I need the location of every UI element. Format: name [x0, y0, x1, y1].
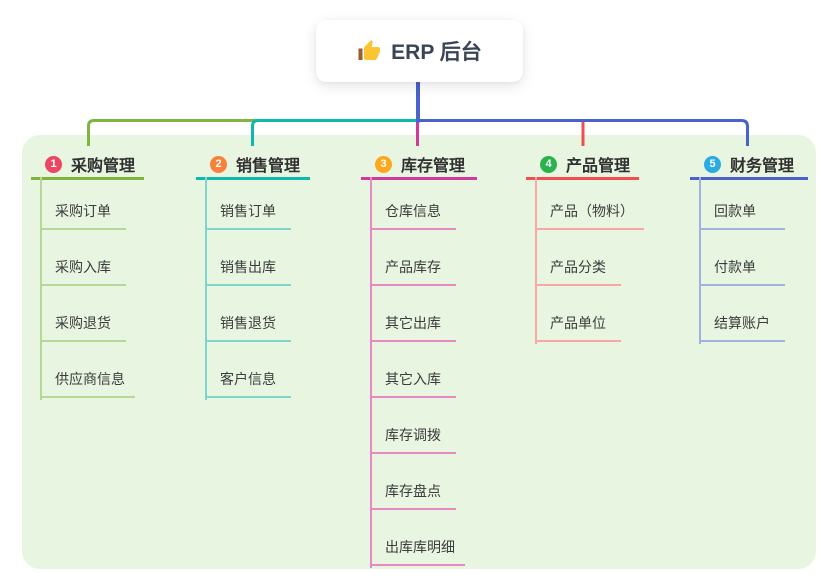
- child-item: 其它出库: [370, 286, 456, 342]
- child-item: 产品（物料）: [535, 174, 644, 230]
- child-item: 库存盘点: [370, 454, 456, 510]
- child-label: 销售出库: [220, 259, 276, 276]
- branch-spine-line: [370, 177, 372, 568]
- child-label: 库存盘点: [385, 483, 441, 500]
- child-item: 库存调拨: [370, 398, 456, 454]
- child-label: 产品单位: [550, 315, 606, 332]
- child-label: 客户信息: [220, 371, 276, 388]
- child-label: 供应商信息: [55, 371, 125, 388]
- child-label: 产品分类: [550, 259, 606, 276]
- branch-header-sales: 2 销售管理: [196, 151, 310, 180]
- child-item: 销售出库: [205, 230, 291, 286]
- child-item: 采购订单: [40, 174, 126, 230]
- child-label: 付款单: [714, 259, 756, 276]
- child-item: 产品单位: [535, 286, 621, 342]
- child-item: 结算账户: [699, 286, 785, 342]
- badge-5: 5: [704, 155, 721, 173]
- inventory-children: 仓库信息 产品库存 其它出库 其它入库 库存调拨 库存盘点 出库库明细: [370, 174, 465, 568]
- child-item: 采购入库: [40, 230, 126, 286]
- child-item: 出库库明细: [370, 510, 465, 566]
- child-label: 仓库信息: [385, 203, 441, 220]
- branch-title: 采购管理: [71, 158, 136, 175]
- child-item: 付款单: [699, 230, 785, 286]
- child-label: 采购订单: [55, 203, 111, 220]
- thumbs-up-icon: [358, 40, 381, 60]
- child-item: 客户信息: [205, 342, 291, 398]
- child-label: 采购入库: [55, 259, 111, 276]
- badge-2: 2: [210, 155, 227, 173]
- branch-header-product: 4 产品管理: [526, 151, 639, 180]
- background-panel: [22, 135, 816, 569]
- child-label: 产品（物料）: [550, 203, 634, 220]
- child-label: 采购退货: [55, 315, 111, 332]
- child-label: 销售退货: [220, 315, 276, 332]
- branch-title: 财务管理: [730, 158, 795, 175]
- purchase-children: 采购订单 采购入库 采购退货 供应商信息: [40, 174, 135, 400]
- finance-children: 回款单 付款单 结算账户: [699, 174, 785, 344]
- root-node: ERP 后台: [316, 20, 523, 82]
- child-label: 库存调拨: [385, 427, 441, 444]
- child-item: 回款单: [699, 174, 785, 230]
- branch-title: 销售管理: [236, 158, 301, 175]
- root-title: ERP 后台: [391, 41, 482, 64]
- branch-spine-line: [205, 177, 207, 400]
- child-item: 采购退货: [40, 286, 126, 342]
- child-item: 销售退货: [205, 286, 291, 342]
- branch-spine-line: [535, 177, 537, 344]
- branch-header-purchase: 1 采购管理: [31, 151, 144, 180]
- product-children: 产品（物料） 产品分类 产品单位: [535, 174, 644, 344]
- branch-header-inventory: 3 库存管理: [361, 151, 477, 180]
- sales-children: 销售订单 销售出库 销售退货 客户信息: [205, 174, 291, 400]
- child-label: 回款单: [714, 203, 756, 220]
- child-item: 产品库存: [370, 230, 456, 286]
- branch-title: 库存管理: [401, 158, 466, 175]
- badge-3: 3: [375, 155, 392, 173]
- badge-1: 1: [45, 155, 62, 173]
- badge-4: 4: [540, 155, 557, 173]
- child-item: 销售订单: [205, 174, 291, 230]
- child-label: 销售订单: [220, 203, 276, 220]
- child-label: 其它出库: [385, 315, 441, 332]
- child-item: 其它入库: [370, 342, 456, 398]
- child-label: 出库库明细: [385, 539, 455, 556]
- branch-header-finance: 5 财务管理: [690, 151, 808, 180]
- child-label: 结算账户: [714, 315, 770, 332]
- child-item: 仓库信息: [370, 174, 456, 230]
- branch-title: 产品管理: [566, 158, 631, 175]
- child-label: 产品库存: [385, 259, 441, 276]
- branch-spine-line: [40, 177, 42, 400]
- child-label: 其它入库: [385, 371, 441, 388]
- branch-spine-line: [699, 177, 701, 344]
- child-item: 产品分类: [535, 230, 621, 286]
- child-item: 供应商信息: [40, 342, 135, 398]
